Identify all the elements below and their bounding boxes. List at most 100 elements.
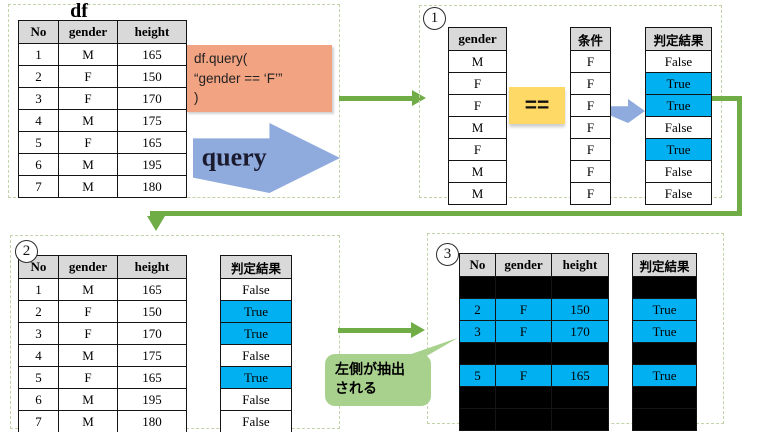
table-row (632, 342, 697, 365)
table-cell: 170 (551, 320, 609, 343)
table-cell (495, 342, 552, 365)
table-cell (632, 342, 697, 365)
table-cell: False (220, 410, 292, 432)
column-header: gender (495, 253, 552, 277)
table-row: F (448, 138, 507, 161)
callout-bubble: 左側が抽出 される (325, 354, 431, 406)
table-cell (632, 386, 697, 409)
table-cell: 150 (551, 298, 609, 321)
elbow-connector-top (712, 96, 742, 101)
table-cell (459, 276, 496, 299)
table-cell: M (448, 116, 507, 139)
table-row: F (570, 160, 611, 183)
table-cell: 170 (117, 87, 187, 110)
table-row: F (570, 182, 611, 205)
table-row: False (645, 160, 712, 183)
table-cell: 165 (117, 43, 187, 66)
query-arrow-label: query (201, 142, 267, 172)
table-cell: M (58, 344, 118, 367)
column-header: No (18, 255, 59, 279)
elbow-connector-bottom (150, 211, 742, 216)
table-row: F (570, 138, 611, 161)
table-cell: 165 (551, 364, 609, 387)
column-header: 判定結果 (220, 255, 292, 279)
table-cell: 2 (18, 300, 59, 323)
table-cell: F (570, 138, 611, 161)
table-cell (632, 408, 697, 431)
table-cell: 195 (117, 388, 187, 411)
table-cell: 170 (117, 322, 187, 345)
table-row: True (220, 322, 292, 345)
flow-arrow-2-line (338, 328, 412, 333)
column-header: height (551, 253, 609, 277)
table-cell: F (495, 364, 552, 387)
column-header: No (18, 20, 59, 44)
table-cell: M (448, 50, 507, 73)
table-cell: F (570, 72, 611, 95)
table-cell: F (58, 131, 118, 154)
table-cell (551, 408, 609, 431)
code-line: “gender == ‘F’” (194, 70, 283, 86)
table-cell: F (570, 160, 611, 183)
table-cell (495, 408, 552, 431)
table-row (632, 386, 697, 409)
step1-badge: 1 (423, 7, 446, 30)
table-row: True (632, 298, 697, 321)
code-box: df.query( “gender == ‘F’” ) (186, 45, 332, 112)
flow-arrow-1-line (339, 96, 413, 101)
table-row: M (448, 160, 507, 183)
table-cell: True (632, 298, 697, 321)
table-row: False (645, 182, 712, 205)
column-header: No (459, 253, 496, 277)
table-cell: 2 (18, 65, 59, 88)
table-cell: False (645, 182, 712, 205)
column-header: gender (58, 255, 118, 279)
table-cell (495, 386, 552, 409)
table-row (459, 342, 609, 365)
table-cell: F (58, 65, 118, 88)
table-cell (551, 342, 609, 365)
table-row: F (570, 72, 611, 95)
table-cell: 6 (18, 153, 59, 176)
table-cell: 3 (459, 320, 496, 343)
flow-arrow-2-head-icon (411, 322, 425, 338)
table-row: True (220, 300, 292, 323)
table-cell: M (448, 182, 507, 205)
table-cell: F (495, 298, 552, 321)
step2-badge: 2 (15, 240, 38, 263)
table-row: False (220, 410, 292, 432)
table-cell (459, 386, 496, 409)
table-cell: 180 (117, 410, 187, 432)
table-row: False (645, 50, 712, 73)
table-cell: True (220, 300, 292, 323)
code-line: ) (194, 90, 199, 106)
table-row: F (448, 94, 507, 117)
column-header: 判定結果 (632, 253, 697, 277)
elbow-connector-head-icon (147, 216, 165, 231)
table-cell: False (645, 116, 712, 139)
table-cell: 175 (117, 109, 187, 132)
table-cell: M (58, 410, 118, 432)
table-cell: False (220, 278, 292, 301)
table-cell: M (58, 43, 118, 66)
table-cell: True (220, 322, 292, 345)
table-cell: 165 (117, 278, 187, 301)
table-row: True (645, 94, 712, 117)
table-cell: F (570, 94, 611, 117)
table-cell (459, 408, 496, 431)
table-cell (495, 276, 552, 299)
table-cell: M (58, 109, 118, 132)
table-row: False (645, 116, 712, 139)
